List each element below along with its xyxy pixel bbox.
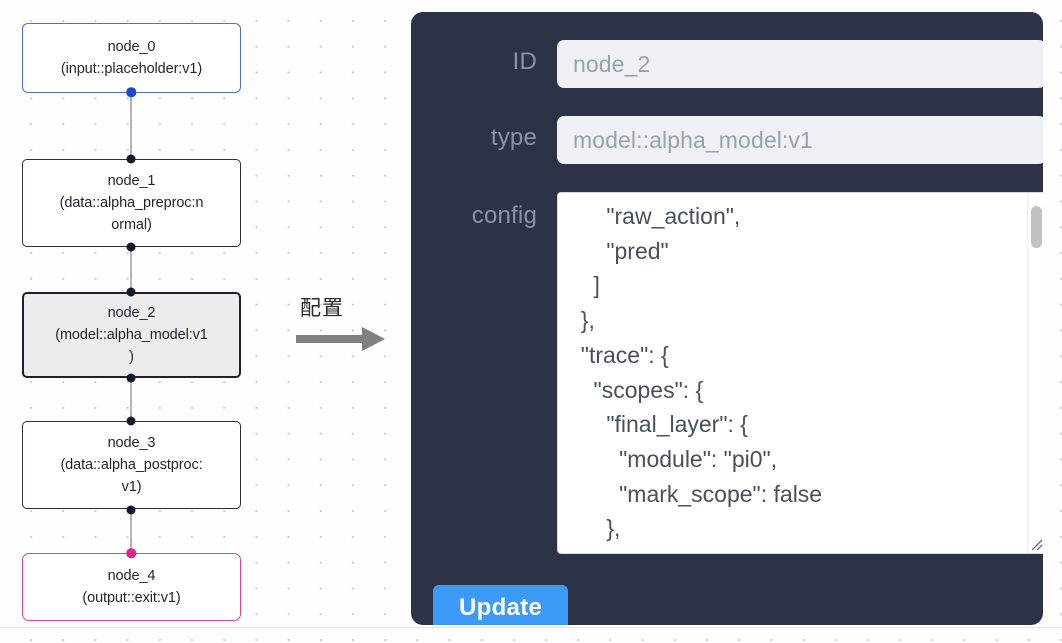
page-bottom-edge (0, 627, 1062, 628)
arrow-right-icon (296, 327, 385, 351)
annotation-label: 配置 (300, 296, 344, 320)
id-label: ID (512, 48, 537, 75)
graph-node-node_2[interactable]: node_2 (model::alpha_model:v1 ) (22, 292, 241, 378)
node-title: node_4 (107, 567, 156, 584)
field-row-config: config "raw_action", "pred" ] }, "trace"… (429, 192, 1043, 554)
graph-node-node_0[interactable]: node_0 (input::placeholder:v1) (22, 23, 241, 93)
node-title: node_2 (107, 304, 156, 321)
graph-node-node_4[interactable]: node_4 (output::exit:v1) (22, 553, 241, 621)
port-node_1-input[interactable] (126, 154, 136, 164)
resize-handle-icon[interactable] (1029, 537, 1043, 551)
port-node_0-output[interactable] (126, 87, 136, 97)
update-button[interactable]: Update (433, 585, 569, 625)
node-subtitle: (model::alpha_model:v1 ) (55, 326, 208, 366)
edge-node2-node3 (130, 377, 132, 421)
graph-node-node_3[interactable]: node_3 (data::alpha_postproc: v1) (22, 421, 241, 509)
node-title: node_0 (107, 38, 156, 55)
annotation-group: 配置 (296, 298, 386, 352)
node-config-panel: ID type config "raw_action", "pred" ] },… (411, 12, 1043, 625)
edge-node3-node4 (130, 509, 132, 553)
port-node_4-input[interactable] (126, 548, 136, 558)
config-scrollbar[interactable] (1027, 194, 1043, 553)
type-label: type (490, 124, 537, 151)
id-input[interactable] (557, 40, 1043, 88)
port-node_3-output[interactable] (126, 505, 136, 515)
node-subtitle: (data::alpha_postproc: v1) (60, 456, 203, 496)
config-label: config (471, 202, 537, 229)
edge-node0-node1 (130, 90, 132, 160)
node-title: node_3 (107, 434, 156, 451)
port-node_2-output[interactable] (126, 373, 136, 383)
node-subtitle: (input::placeholder:v1) (60, 61, 203, 77)
field-row-type: type (429, 116, 1043, 164)
node-subtitle: (data::alpha_preproc:n ormal) (59, 194, 204, 234)
field-row-id: ID (429, 40, 1043, 88)
config-textarea[interactable]: "raw_action", "pred" ] }, "trace": { "sc… (558, 193, 1043, 553)
port-node_2-input[interactable] (126, 287, 136, 297)
config-scrollbar-thumb[interactable] (1031, 206, 1042, 248)
type-input[interactable] (557, 116, 1043, 164)
config-textarea-wrapper: "raw_action", "pred" ] }, "trace": { "sc… (557, 192, 1043, 554)
port-node_1-output[interactable] (126, 242, 136, 252)
port-node_3-input[interactable] (126, 416, 136, 426)
graph-node-node_1[interactable]: node_1 (data::alpha_preproc:n ormal) (22, 159, 241, 247)
node-subtitle: (output::exit:v1) (82, 590, 181, 606)
node-title: node_1 (107, 172, 156, 189)
edge-node1-node2 (130, 246, 132, 294)
